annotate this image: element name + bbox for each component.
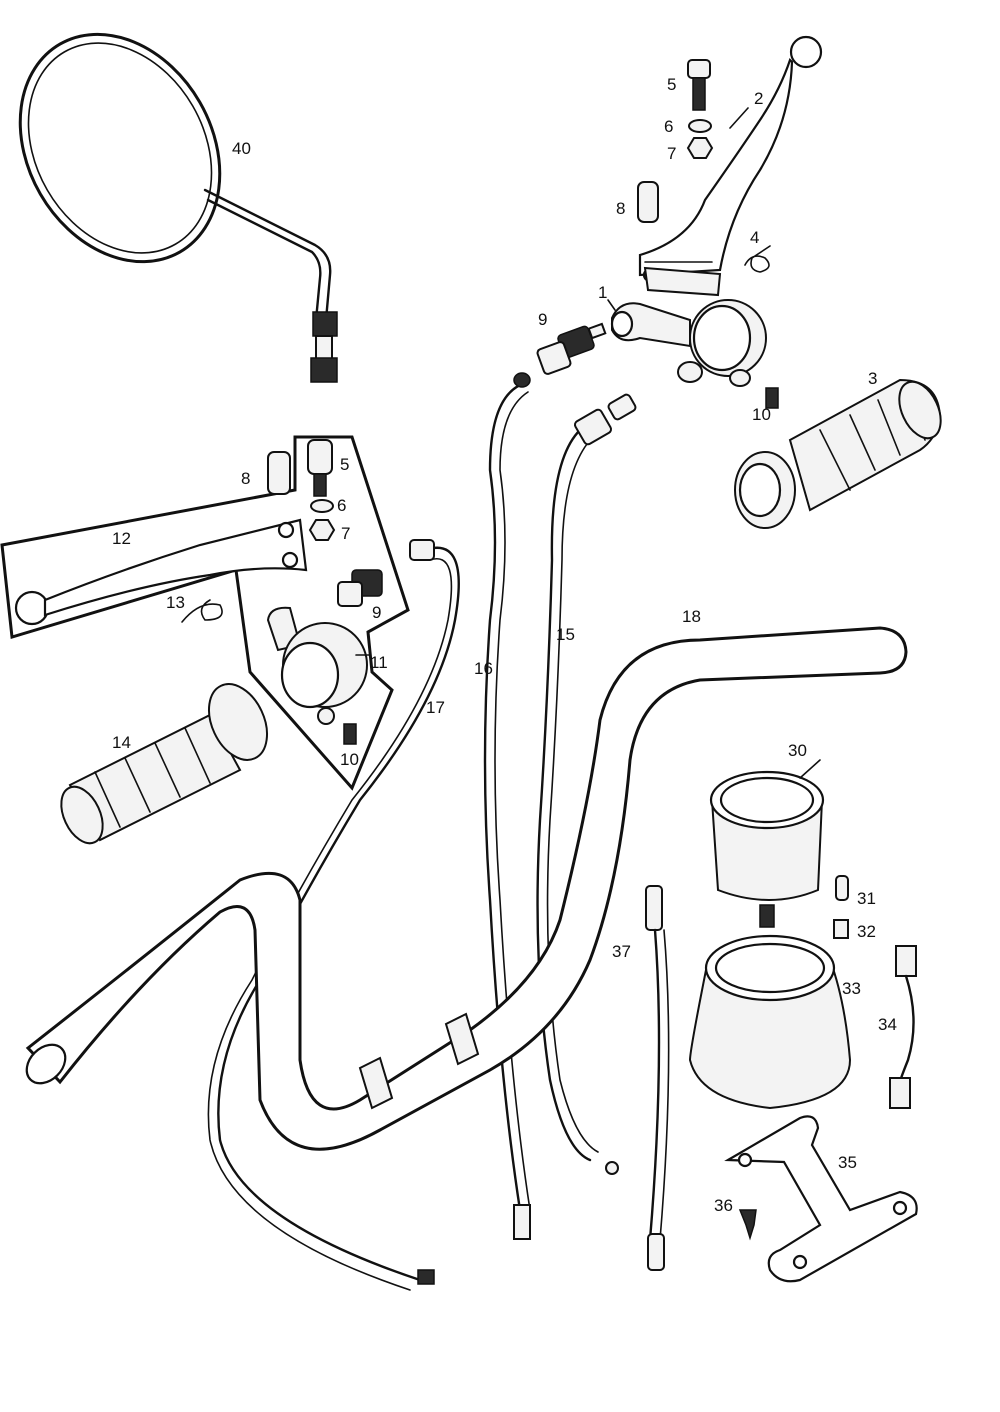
- left-assembly-outline: [0, 435, 410, 791]
- callout-16: 16: [474, 659, 493, 678]
- callouts: 1 2 3 4 5 6 7 8 9 10 5 6 7 8 9 10 11 12 …: [112, 75, 897, 1215]
- adjuster-left: [337, 569, 383, 607]
- screw-36: [738, 1209, 757, 1241]
- callout-18: 18: [682, 607, 701, 626]
- spring-right: [744, 245, 771, 273]
- hardware-upper: [637, 59, 714, 223]
- callout-33: 33: [842, 979, 861, 998]
- grip-left: [60, 683, 269, 845]
- instrument-cup: [688, 934, 852, 1110]
- callout-14: 14: [112, 733, 131, 752]
- callout-9a: 9: [538, 310, 547, 329]
- adjuster-right: [536, 322, 607, 375]
- spring-left: [181, 599, 223, 623]
- lever-right: [638, 35, 823, 297]
- lever-mount-left: [266, 606, 368, 725]
- callout-2: 2: [754, 89, 763, 108]
- bracket: [724, 1115, 918, 1283]
- callout-7a: 7: [667, 144, 676, 163]
- callout-15: 15: [556, 625, 575, 644]
- callout-3: 3: [868, 369, 877, 388]
- callout-13: 13: [166, 593, 185, 612]
- socket-32: [833, 919, 849, 939]
- hardware-left: [267, 439, 336, 541]
- callout-12: 12: [112, 529, 131, 548]
- callout-10a: 10: [752, 405, 771, 424]
- callout-11: 11: [370, 653, 388, 672]
- wire-harness: [889, 945, 917, 1109]
- callout-9b: 9: [372, 603, 381, 622]
- callout-6b: 6: [337, 496, 346, 515]
- callout-40: 40: [232, 139, 251, 158]
- mirror: [18, 32, 338, 383]
- screw-10-right: [765, 387, 779, 409]
- cable-15: [536, 428, 592, 1162]
- callout-8a: 8: [616, 199, 625, 218]
- callout-1: 1: [598, 283, 607, 302]
- leader-lines: [355, 107, 821, 779]
- callout-34: 34: [878, 1015, 897, 1034]
- callout-7b: 7: [341, 524, 350, 543]
- speedometer: [709, 770, 825, 928]
- callout-6a: 6: [664, 117, 673, 136]
- callout-4: 4: [750, 228, 759, 247]
- lever-mount-right: [610, 299, 767, 387]
- grip-right: [734, 378, 942, 529]
- callout-5b: 5: [340, 455, 349, 474]
- callout-5a: 5: [667, 75, 676, 94]
- screw-10-left: [343, 723, 357, 745]
- bulb-31: [835, 875, 849, 901]
- lever-left: [14, 518, 308, 626]
- callout-36: 36: [714, 1196, 733, 1215]
- callout-10b: 10: [340, 750, 359, 769]
- handlebar: [25, 626, 908, 1151]
- callout-37: 37: [612, 942, 631, 961]
- callout-32: 32: [857, 922, 876, 941]
- speedo-cable: [645, 885, 670, 1271]
- callout-17: 17: [426, 698, 445, 717]
- callout-31: 31: [857, 889, 876, 908]
- callout-8b: 8: [241, 469, 250, 488]
- callout-35: 35: [838, 1153, 857, 1172]
- callout-30: 30: [788, 741, 807, 760]
